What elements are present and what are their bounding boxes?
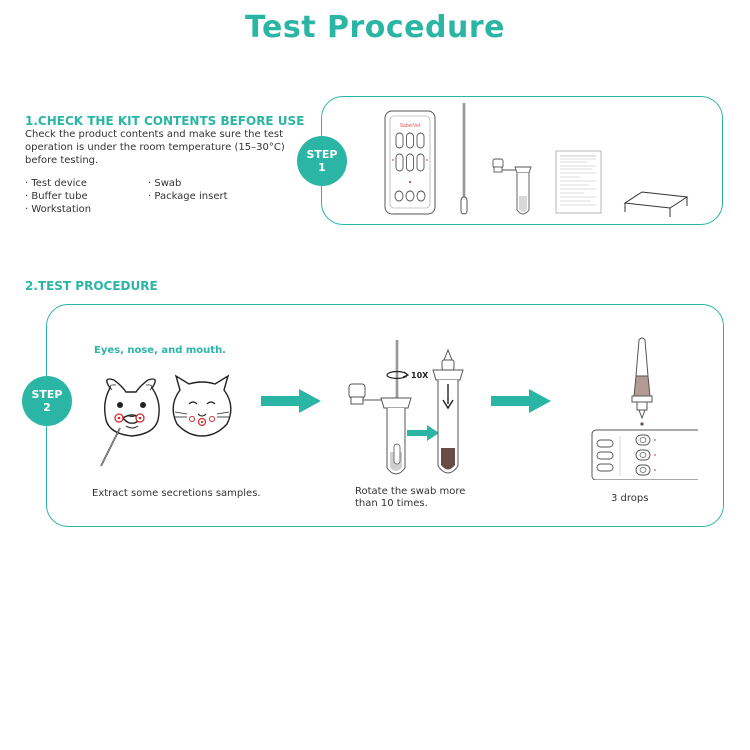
swab-rotation-illustration: 10X	[348, 340, 464, 475]
caption-three-drops: 3 drops	[611, 493, 649, 504]
step-badge-number: 2	[43, 401, 51, 414]
device-brand: SaberVet	[400, 123, 421, 129]
kit-item-buffer-tube: · Buffer tube	[25, 191, 88, 202]
kit-item-swab: · Swab	[148, 178, 182, 189]
step-badge-word: STEP	[306, 148, 338, 161]
workstation-icon	[623, 191, 689, 217]
step-2-badge: STEP 2	[22, 376, 72, 426]
description-line: before testing.	[25, 155, 99, 166]
pet-sampling-illustration	[100, 374, 232, 467]
kit-item-workstation: · Workstation	[25, 204, 92, 215]
sampling-sites-note: Eyes, nose, and mouth.	[94, 345, 226, 356]
rotate-icon	[386, 370, 410, 380]
caption-line: Rotate the swab more	[355, 486, 466, 497]
package-insert-icon	[555, 150, 602, 214]
arrow-right-icon	[407, 425, 439, 441]
dog-face-icon	[103, 378, 160, 437]
section-1-heading: 1.CHECK THE KIT CONTENTS BEFORE USE	[25, 114, 305, 128]
test-device-icon: SaberVet	[384, 110, 436, 215]
cat-face-icon	[172, 374, 232, 437]
description-line: Check the product contents and make sure…	[25, 129, 284, 140]
description-line: operation is under the room temperature …	[25, 142, 285, 153]
arrow-right-icon	[491, 389, 551, 413]
swab-icon	[460, 103, 468, 215]
swab-in-hand-icon	[100, 427, 121, 467]
kit-item-package-insert: · Package insert	[148, 191, 228, 202]
caption-rotate-swab: Rotate the swab more than 10 times.	[355, 486, 465, 510]
dropping-illustration	[591, 337, 698, 480]
caption-extract-samples: Extract some secretions samples.	[92, 488, 261, 499]
buffer-tube-icon	[492, 158, 532, 215]
caption-line: than 10 times.	[355, 498, 428, 509]
section-1-description: Check the product contents and make sure…	[25, 128, 285, 167]
kit-contents-illustration: SaberVet	[384, 103, 689, 217]
step-badge-word: STEP	[31, 388, 63, 401]
page-title: Test Procedure	[245, 10, 505, 45]
kit-item-test-device: · Test device	[25, 178, 88, 189]
section-2-heading: 2.TEST PROCEDURE	[25, 279, 158, 293]
arrow-right-icon	[261, 389, 321, 413]
rotate-count-label: 10X	[411, 371, 429, 380]
test-device-icon	[591, 429, 698, 480]
step-badge-number: 1	[318, 161, 326, 174]
step-1-badge: STEP 1	[297, 136, 347, 186]
dropper-icon	[631, 337, 653, 426]
